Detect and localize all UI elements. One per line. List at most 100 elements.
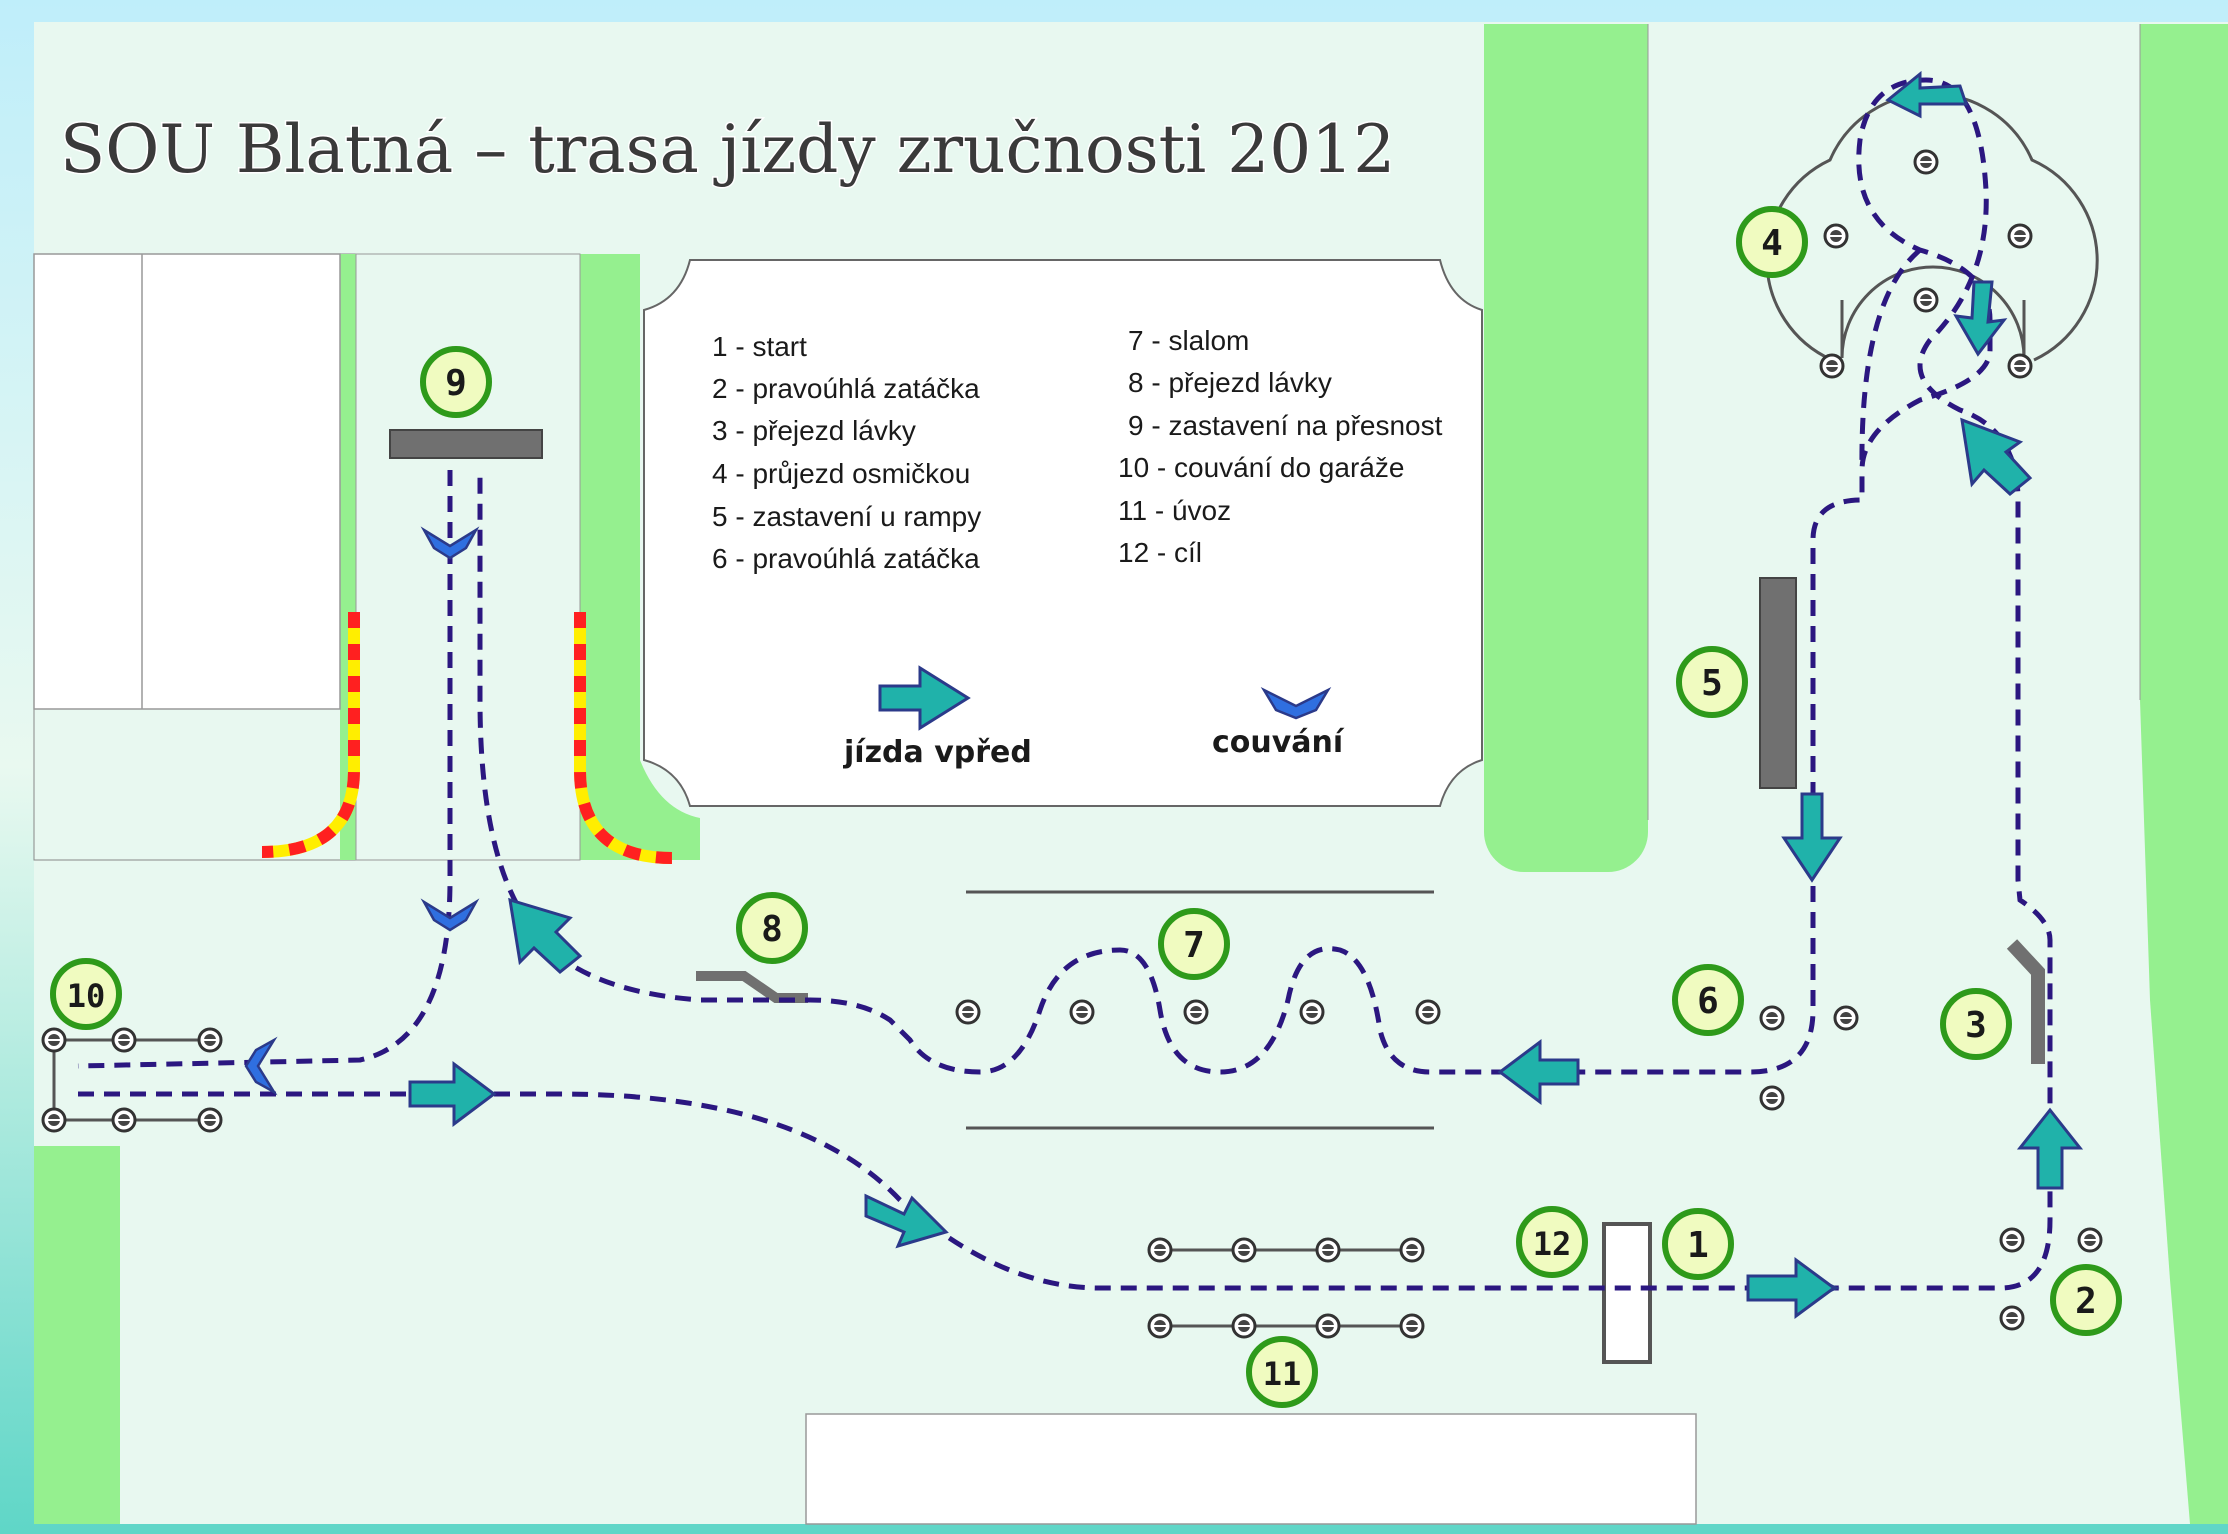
arrow-forward-icon (1885, 70, 1969, 119)
cone-icon (41, 1107, 67, 1133)
cone-icon (1147, 1313, 1173, 1339)
legend-item-8: 8 - přejezd lávky (1128, 367, 1332, 398)
route-reverse-9 (77, 470, 453, 1069)
cone-icon (41, 1027, 67, 1053)
cone-icon (1999, 1305, 2025, 1331)
cone-icon (1231, 1313, 1257, 1339)
cone-icon (197, 1027, 223, 1053)
legend-item-10: 10 - couvání do garáže (1118, 452, 1404, 483)
cone-icon (1913, 287, 1939, 313)
svg-text:8: 8 (761, 909, 783, 950)
legend-item-9: 9 - zastavení na přesnost (1128, 410, 1443, 441)
legend-item-7: 7 - slalom (1128, 325, 1249, 356)
legend-forward-arrow-icon (878, 665, 971, 731)
legend-item-12: 12 - cíl (1118, 537, 1202, 568)
legend-item-11: 11 - úvoz (1118, 495, 1231, 526)
cones (41, 149, 2103, 1339)
legend-reverse-label: couvání (1212, 725, 1345, 760)
grass-mid-corner (576, 680, 700, 860)
cone-icon (1069, 999, 1095, 1025)
bridge-3 (2006, 939, 2045, 1064)
building-left (33, 253, 341, 710)
cone-icon (1147, 1237, 1173, 1263)
grass-right-edge (2140, 24, 2228, 1524)
ramp-5 (1759, 577, 1797, 789)
arrow-forward-icon (864, 1193, 949, 1249)
start-gate (1602, 1222, 1652, 1364)
cone-icon (1759, 1005, 1785, 1031)
station-badge-7: 7 (1158, 908, 1230, 980)
cone-icon (2077, 1227, 2103, 1253)
svg-text:6: 6 (1697, 981, 1719, 1022)
cone-icon (2007, 353, 2033, 379)
station-badge-2: 2 (2050, 1264, 2122, 1336)
cone-icon (955, 999, 981, 1025)
forward-arrows (408, 70, 2084, 1319)
route-main (78, 77, 2053, 1291)
svg-text:1: 1 (1687, 1225, 1709, 1266)
building-mid (355, 253, 581, 861)
legend-item-6: 6 - pravoúhlá zatáčka (712, 543, 980, 574)
station-badge-12: 12 (1516, 1206, 1588, 1278)
arrow-reverse-icon (420, 526, 480, 560)
grass-bottom-left (34, 1146, 120, 1524)
svg-text:4: 4 (1761, 223, 1783, 264)
arrow-forward-icon (1953, 280, 2008, 357)
cone-icon (1399, 1237, 1425, 1263)
station-badge-4: 4 (1736, 206, 1808, 278)
legend-column-2: 7 - slalom 8 - přejezd lávky 9 - zastave… (1118, 325, 1443, 568)
cone-icon (1759, 1085, 1785, 1111)
cone-icon (111, 1027, 137, 1053)
cone-icon (1183, 999, 1209, 1025)
svg-text:3: 3 (1965, 1005, 1987, 1046)
arrow-forward-icon (1746, 1257, 1837, 1319)
reverse-arrows (244, 526, 480, 1096)
arrow-forward-icon (508, 897, 583, 974)
curb-left (261, 612, 360, 858)
station-badge-5: 5 (1676, 646, 1748, 718)
svg-text:5: 5 (1701, 663, 1723, 704)
curb-right (574, 612, 673, 864)
station-badges: 1 2 3 4 5 6 7 8 9 10 11 12 (50, 206, 2122, 1408)
station-badge-3: 3 (1940, 988, 2012, 1060)
station-badge-9: 9 (420, 346, 492, 418)
legend-reverse-arrow-icon (1260, 686, 1332, 720)
cone-icon (111, 1107, 137, 1133)
svg-text:12: 12 (1533, 1225, 1572, 1263)
legend-item-3: 3 - přejezd lávky (712, 415, 916, 446)
cone-icon (1299, 999, 1325, 1025)
station-badge-10: 10 (50, 958, 122, 1030)
svg-text:11: 11 (1263, 1355, 1302, 1393)
cone-icon (1231, 1237, 1257, 1263)
legend-item-1: 1 - start (712, 331, 807, 362)
route-figure-eight (1859, 248, 1922, 471)
arrow-forward-icon (1960, 417, 2033, 496)
legend-item-2: 2 - pravoúhlá zatáčka (712, 373, 980, 404)
cone-icon (1833, 1005, 1859, 1031)
legend-item-5: 5 - zastavení u rampy (712, 501, 981, 532)
page-title: SOU Blatná – trasa jízdy zručnosti 2012 (60, 111, 1395, 188)
station-badge-6: 6 (1672, 964, 1744, 1036)
legend-column-1: 1 - start 2 - pravoúhlá zatáčka 3 - přej… (712, 331, 981, 574)
arrow-forward-icon (408, 1061, 497, 1127)
cone-icon (1819, 353, 1845, 379)
cone-icon (1315, 1313, 1341, 1339)
cone-icon (2007, 223, 2033, 249)
station-badge-8: 8 (736, 892, 808, 964)
arrow-reverse-icon (420, 898, 480, 932)
svg-text:7: 7 (1183, 925, 1205, 966)
cone-icon (1823, 223, 1849, 249)
arrow-forward-icon (2016, 1107, 2084, 1190)
station-badge-1: 1 (1662, 1208, 1734, 1280)
grass-top-center-right (1484, 24, 1648, 872)
precision-stop-bar (389, 429, 543, 459)
cone-icon (1415, 999, 1441, 1025)
legend-item-4: 4 - průjezd osmičkou (712, 458, 970, 489)
building-bottom (805, 1413, 1697, 1525)
svg-text:9: 9 (445, 363, 467, 404)
arrow-reverse-icon (244, 1036, 278, 1096)
cone-icon (1999, 1227, 2025, 1253)
cone-icon (1399, 1313, 1425, 1339)
cone-icon (197, 1107, 223, 1133)
